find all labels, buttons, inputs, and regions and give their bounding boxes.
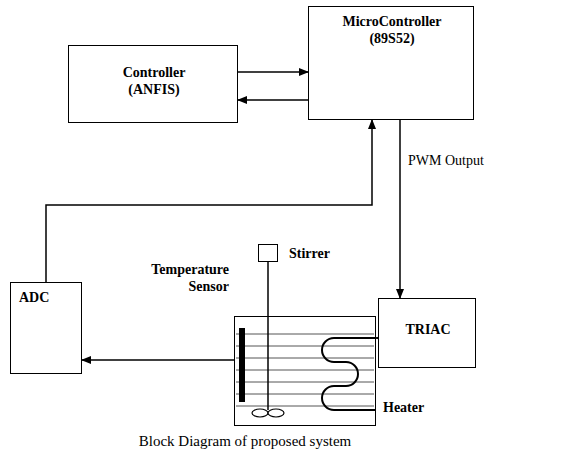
heater-coil [322,338,376,410]
connector-arrow [267,262,269,316]
node-label: Controller (ANFIS) [109,64,199,98]
propeller-blade [252,409,268,417]
triac-box: TRIAC [378,298,476,368]
figure-caption: Block Diagram of proposed system [120,433,370,450]
connector-arrow [399,120,401,298]
stirrer-motor: Stirrer [258,244,278,262]
node-label: Heater [383,399,443,416]
adc-box: ADC [10,282,82,374]
temperature-sensor-bar [239,328,245,402]
signal-label: PWM Output [408,152,484,169]
liquid-lines [236,334,374,406]
node-label: MicroController (89S52) [332,13,452,47]
connector-arrow [238,99,308,101]
propeller-blade [268,409,284,417]
node-label: ADC [19,289,69,306]
node-label: Stirrer [289,245,359,262]
tank: Temperature SensorHeater [234,316,376,426]
stirrer-shaft [267,316,269,410]
connector-arrow [46,120,372,282]
microcontroller-box: MicroController (89S52) [308,6,474,120]
connector-arrow [82,359,234,361]
controller-box: Controller (ANFIS) [68,45,238,123]
node-label: TRIAC [387,321,469,338]
node-label: Temperature Sensor [131,261,229,295]
connector-arrow [238,71,308,73]
